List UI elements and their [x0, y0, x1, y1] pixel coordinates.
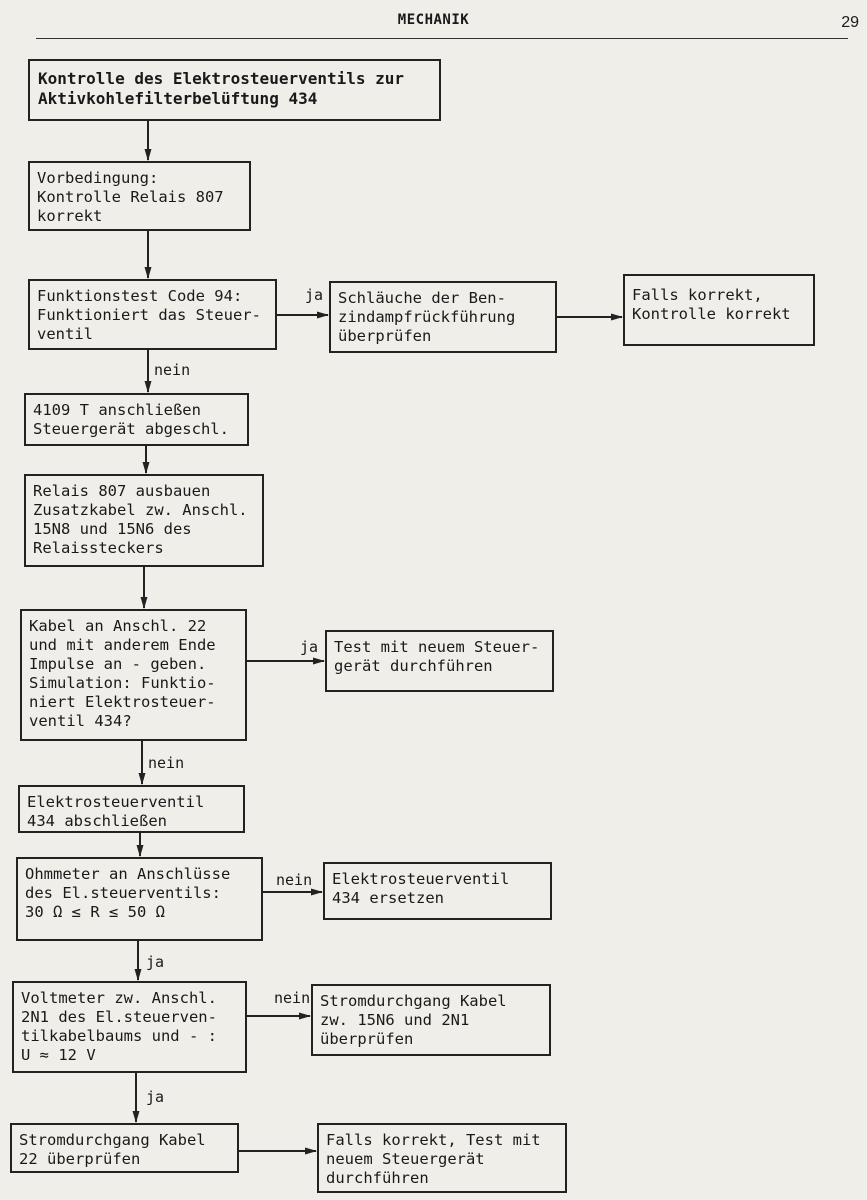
valve-connect-box: Elektrosteuerventil 434 abschließen: [18, 785, 245, 833]
ohmmeter-box: Ohmmeter an Anschlüsse des El.steuervent…: [16, 857, 263, 941]
label-ja-voltmeter: ja: [146, 1088, 165, 1106]
voltmeter-box: Voltmeter zw. Anschl. 2N1 des El.steuerv…: [12, 981, 247, 1073]
page-number: 29: [841, 14, 859, 31]
continuity-22-box: Stromdurchgang Kabel 22 überprüfen: [10, 1123, 239, 1173]
function-test-box: Funktionstest Code 94: Funktioniert das …: [28, 279, 277, 350]
continuity-15n6-box: Stromdurchgang Kabel zw. 15N6 und 2N1 üb…: [311, 984, 551, 1056]
if-ok-box: Falls korrekt, Kontrolle korrekt: [623, 274, 815, 346]
cable-22-box: Kabel an Anschl. 22 und mit anderem Ende…: [20, 609, 247, 741]
page-header-title: MECHANIK: [397, 12, 470, 28]
label-nein-function-test: nein: [154, 361, 191, 379]
label-nein-ohmmeter: nein: [276, 871, 313, 889]
label-nein-cable-22: nein: [148, 754, 185, 772]
precondition-box: Vorbedingung: Kontrolle Relais 807 korre…: [28, 161, 251, 231]
check-hoses-box: Schläuche der Ben- zindampfrückführung ü…: [329, 281, 557, 353]
replace-valve-box: Elektrosteuerventil 434 ersetzen: [323, 862, 552, 920]
label-ja-ohmmeter: ja: [146, 953, 165, 971]
connect-4109-box: 4109 T anschließen Steuergerät abgeschl.: [24, 393, 249, 446]
relay-remove-box: Relais 807 ausbauen Zusatzkabel zw. Ansc…: [24, 474, 264, 567]
label-ja-function-test: ja: [305, 286, 324, 304]
header-rule: [36, 38, 848, 39]
title-box: Kontrolle des Elektrosteuerventils zur A…: [28, 59, 441, 121]
label-nein-voltmeter: nein: [274, 989, 311, 1007]
final-box: Falls korrekt, Test mit neuem Steuergerä…: [317, 1123, 567, 1193]
test-new-ecu-box: Test mit neuem Steuer- gerät durchführen: [325, 630, 554, 692]
label-ja-cable-22: ja: [300, 638, 319, 656]
